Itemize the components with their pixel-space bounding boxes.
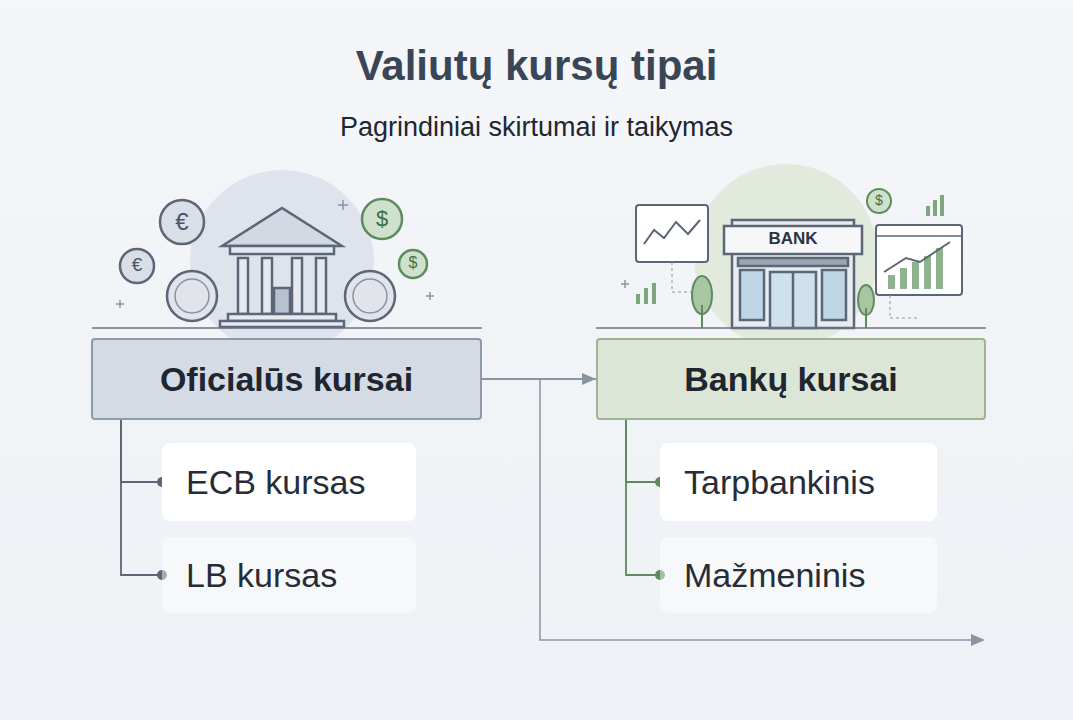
connector-line — [626, 420, 660, 482]
category-box: Oficialūs kursai — [91, 338, 482, 420]
category-box: Bankų kursai — [596, 338, 986, 420]
item-box: ECB kursas — [162, 443, 416, 521]
base-rule — [596, 327, 986, 329]
connector-line — [626, 420, 660, 575]
item-box: LB kursas — [162, 537, 416, 613]
item-box: Tarpbankinis — [660, 443, 937, 521]
node-text: Oficialūs kursai — [160, 360, 413, 399]
node-text: Tarpbankinis — [684, 463, 875, 502]
currency-symbol: $ — [867, 192, 891, 208]
currency-symbol: $ — [362, 206, 402, 232]
title: Valiutų kursų tipai — [0, 42, 1073, 90]
connector — [121, 420, 167, 580]
chart-window — [876, 195, 962, 318]
bank-storefront — [724, 220, 862, 328]
connector — [482, 373, 596, 385]
currency-symbol: € — [120, 254, 154, 276]
coin — [867, 189, 891, 213]
coins — [120, 199, 427, 321]
connector-line — [121, 420, 162, 575]
sign-text: BANK — [724, 229, 862, 249]
central-bank-building — [220, 208, 344, 327]
base-rule — [92, 327, 482, 329]
node-text: LB kursas — [186, 556, 337, 595]
node-text: Bankų kursai — [684, 360, 898, 399]
node-text: ECB kursas — [186, 463, 366, 502]
halo — [694, 164, 878, 348]
currency-symbol: € — [160, 208, 204, 236]
connector-line — [482, 378, 596, 380]
arrow-head — [582, 373, 596, 385]
trees — [692, 276, 874, 328]
arrow-head — [971, 634, 985, 646]
item-box: Mažmeninis — [660, 537, 937, 613]
node-text: Mažmeninis — [684, 556, 865, 595]
subtitle: Pagrindiniai skirtumai ir taikymas — [0, 112, 1073, 143]
connector — [121, 420, 167, 487]
currency-symbol: $ — [399, 254, 427, 272]
halo — [190, 170, 374, 354]
connector-line — [121, 420, 162, 482]
